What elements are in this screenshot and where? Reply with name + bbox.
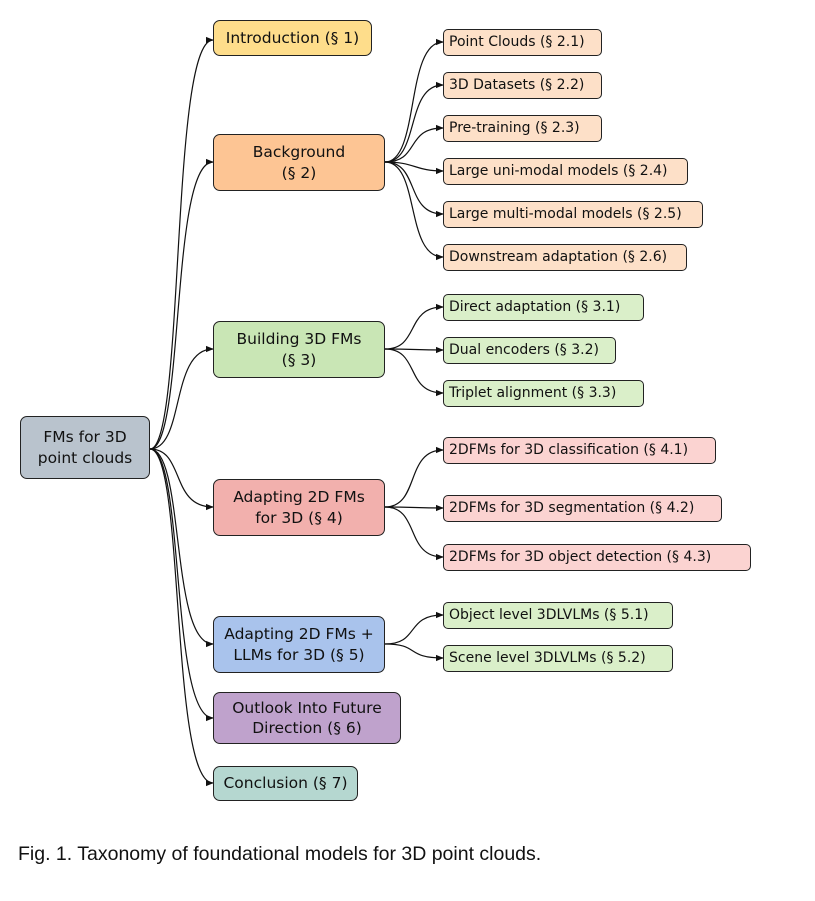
edge-s4-4-1 xyxy=(384,446,444,508)
edge-s2-2-2 xyxy=(384,81,444,163)
edge-root-s3 xyxy=(149,345,214,450)
edge-root-s2 xyxy=(149,158,214,450)
edge-root-s6 xyxy=(149,448,214,722)
subsection-2-4: Large uni-modal models (§ 2.4) xyxy=(443,158,688,185)
subsection-3-2: Dual encoders (§ 3.2) xyxy=(443,337,616,364)
section-adapting-2d-fms: Adapting 2D FMs for 3D (§ 4) xyxy=(213,479,385,536)
edge-s5-5-1 xyxy=(384,611,444,645)
edge-s2-2-1 xyxy=(384,38,444,163)
subsection-2-3: Pre-training (§ 2.3) xyxy=(443,115,602,142)
edge-root-s1 xyxy=(149,36,214,450)
subsection-4-3: 2DFMs for 3D object detection (§ 4.3) xyxy=(443,544,751,571)
section-adapting-2d-fms-llms: Adapting 2D FMs + LLMs for 3D (§ 5) xyxy=(213,616,385,673)
edge-root-s7 xyxy=(149,448,214,787)
subsection-2-1: Point Clouds (§ 2.1) xyxy=(443,29,602,56)
subsection-2-5: Large multi-modal models (§ 2.5) xyxy=(443,201,703,228)
edge-s2-2-6 xyxy=(384,161,444,261)
section-background: Background (§ 2) xyxy=(213,134,385,191)
edge-s4-4-3 xyxy=(384,506,444,561)
connector-lines xyxy=(149,36,444,787)
subsection-5-1: Object level 3DLVLMs (§ 5.1) xyxy=(443,602,673,629)
edge-s4-4-2 xyxy=(384,504,444,512)
root-node-fms-for-3d-point-clouds: FMs for 3D point clouds xyxy=(20,416,150,479)
edge-root-s5 xyxy=(149,448,214,648)
edge-s2-2-3 xyxy=(384,124,444,163)
section-conclusion: Conclusion (§ 7) xyxy=(213,766,358,801)
subsection-4-2: 2DFMs for 3D segmentation (§ 4.2) xyxy=(443,495,722,522)
edge-s2-2-5 xyxy=(384,161,444,218)
subsection-2-2: 3D Datasets (§ 2.2) xyxy=(443,72,602,99)
edge-s5-5-2 xyxy=(384,643,444,662)
subsection-2-6: Downstream adaptation (§ 2.6) xyxy=(443,244,687,271)
subsection-3-1: Direct adaptation (§ 3.1) xyxy=(443,294,644,321)
section-building-3d-fms: Building 3D FMs (§ 3) xyxy=(213,321,385,378)
edge-s3-3-1 xyxy=(384,303,444,350)
section-outlook: Outlook Into Future Direction (§ 6) xyxy=(213,692,401,744)
subsection-3-3: Triplet alignment (§ 3.3) xyxy=(443,380,644,407)
section-introduction: Introduction (§ 1) xyxy=(213,20,372,56)
edge-root-s4 xyxy=(149,448,214,511)
edge-s2-2-4 xyxy=(384,161,444,175)
subsection-4-1: 2DFMs for 3D classification (§ 4.1) xyxy=(443,437,716,464)
taxonomy-diagram: FMs for 3D point clouds Introduction (§ … xyxy=(20,20,751,801)
figure-caption: Fig. 1. Taxonomy of foundational models … xyxy=(18,843,542,865)
subsection-5-2: Scene level 3DLVLMs (§ 5.2) xyxy=(443,645,673,672)
edge-s3-3-3 xyxy=(384,348,444,397)
